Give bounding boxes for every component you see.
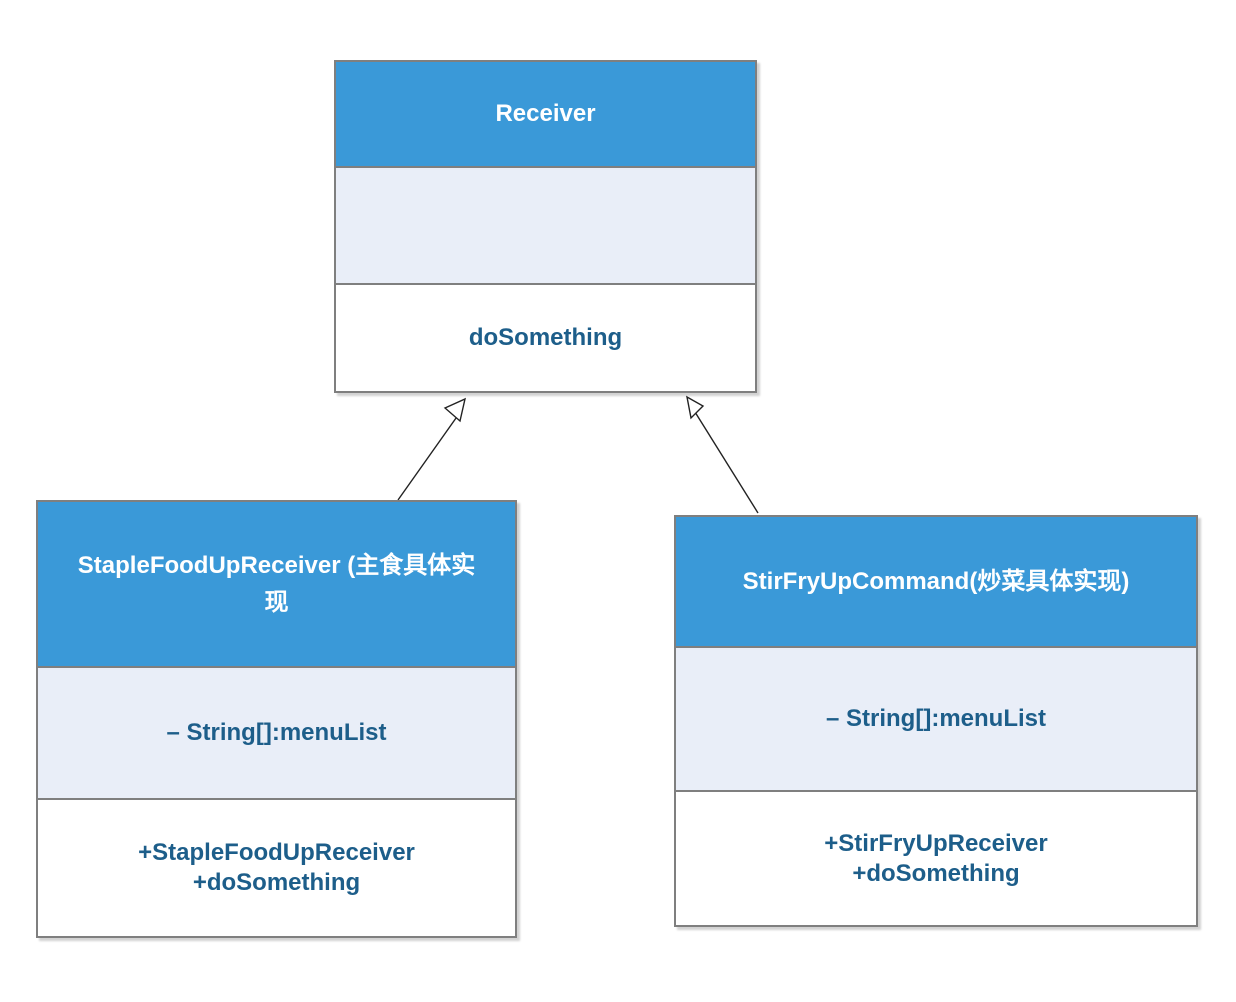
edge-line [694,411,759,514]
class-attributes-receiver-empty [336,168,755,285]
generalization-arrow-staple-to-receiver [397,397,466,501]
class-box-staple-food-up-receiver: StapleFoodUpReceiver (主食具体实现 – String[]:… [36,500,517,938]
attribute-label: – String[]:menuList [826,705,1046,732]
hollow-triangle-arrowhead-icon [686,395,705,420]
class-attributes-staple-food-up-receiver: – String[]:menuList [38,668,515,800]
class-methods-receiver: doSomething [336,285,755,391]
class-name-label: Receiver [495,100,596,128]
method-label: doSomething [468,324,623,351]
class-name-receiver: Receiver [336,62,755,168]
method-label: +doSomething [852,859,1020,887]
class-attributes-stir-fry-up-command: – String[]:menuList [676,648,1196,792]
class-name-label: StapleFoodUpReceiver (主食具体实现 [77,551,476,616]
class-name-staple-food-up-receiver: StapleFoodUpReceiver (主食具体实现 [38,502,515,668]
method-label: +StirFryUpReceiver [824,829,1048,857]
class-methods-stir-fry-up-command: +StirFryUpReceiver +doSomething [676,792,1196,925]
hollow-triangle-arrowhead-icon [443,397,466,423]
attribute-label: – String[]:menuList [166,719,387,746]
class-box-receiver: Receiver doSomething [334,60,757,393]
generalization-arrow-stirfry-to-receiver [686,395,759,514]
class-name-stir-fry-up-command: StirFryUpCommand(炒菜具体实现) [676,517,1196,648]
method-label: +doSomething [192,869,361,896]
class-name-label: StirFryUpCommand(炒菜具体实现) [742,567,1130,595]
class-box-stir-fry-up-command: StirFryUpCommand(炒菜具体实现) – String[]:menu… [674,515,1198,927]
edge-line [397,410,462,501]
method-label: +StapleFoodUpReceiver [138,839,415,866]
class-methods-staple-food-up-receiver: +StapleFoodUpReceiver +doSomething [38,800,515,936]
